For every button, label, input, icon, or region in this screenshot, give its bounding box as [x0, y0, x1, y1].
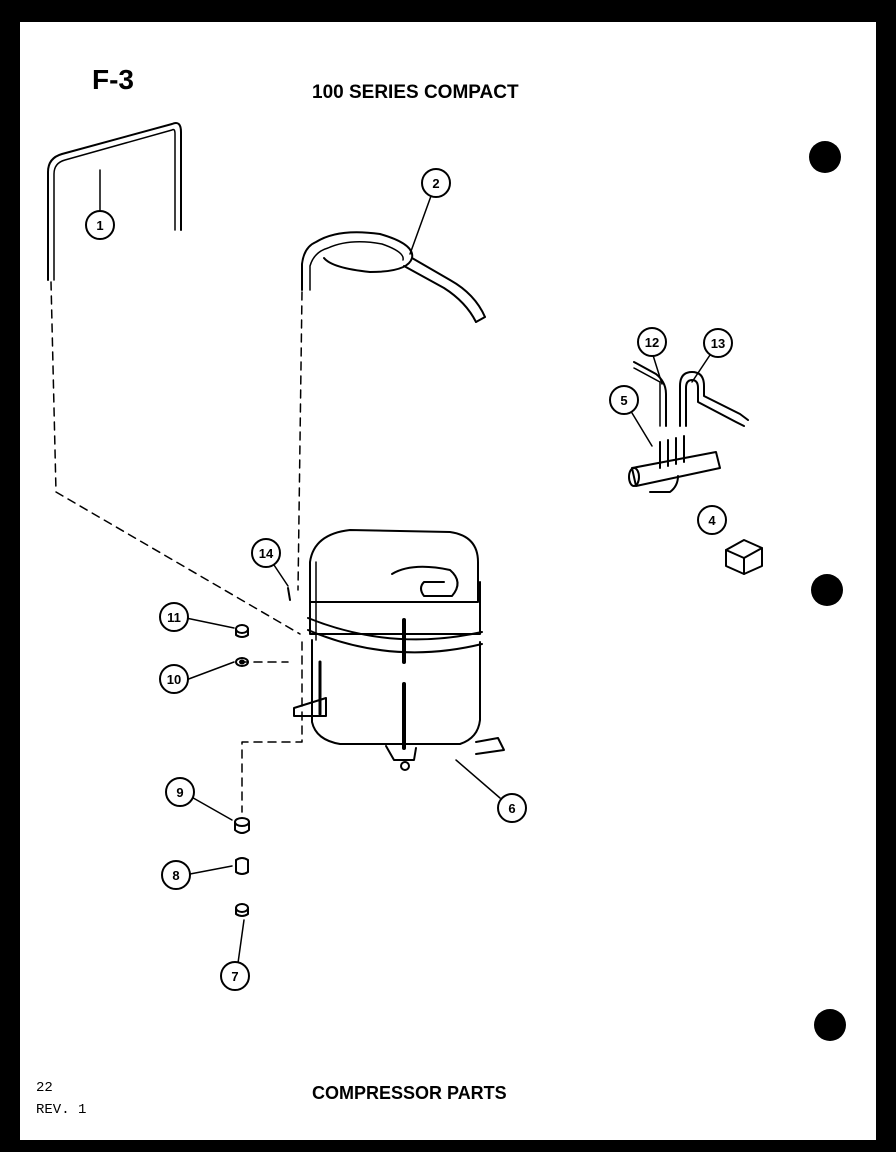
diagram-caption: COMPRESSOR PARTS [312, 1083, 507, 1103]
callout-8: 8 [161, 860, 191, 890]
svg-text:9: 9 [176, 785, 183, 800]
svg-text:10: 10 [167, 672, 181, 687]
callout-1: 1 [85, 210, 115, 240]
svg-text:2: 2 [432, 176, 439, 191]
part-9-grommet [234, 817, 250, 834]
part-13-tube [679, 371, 749, 427]
callout-12: 12 [637, 327, 667, 357]
svg-text:8: 8 [172, 868, 179, 883]
page-number: 22 [36, 1080, 53, 1096]
callout-7: 7 [220, 961, 250, 991]
svg-text:5: 5 [620, 393, 627, 408]
svg-text:1: 1 [96, 218, 103, 233]
part-6-compressor [293, 529, 505, 771]
callout-9: 9 [165, 777, 195, 807]
svg-text:7: 7 [231, 969, 238, 984]
part-5-valve [628, 435, 721, 493]
callout-2: 2 [421, 168, 451, 198]
part-14-clip [287, 587, 291, 601]
part-12-tube [633, 361, 667, 427]
part-2-coil [301, 231, 486, 323]
callout-11: 11 [159, 602, 189, 632]
callout-13: 13 [703, 328, 733, 358]
series-title: 100 SERIES COMPACT [312, 82, 519, 103]
callout-leaders [99, 169, 711, 964]
svg-text:14: 14 [259, 546, 274, 561]
parts-diagram-page: F-3 100 SERIES COMPACT COMPRESSOR PARTS … [20, 22, 876, 1140]
binder-hole-top [809, 141, 841, 173]
callout-6: 6 [497, 793, 527, 823]
part-7-nut [235, 903, 249, 917]
figure-id: F-3 [92, 64, 134, 95]
callout-5: 5 [609, 385, 639, 415]
callout-4: 4 [697, 505, 727, 535]
exploded-view-drawing: 1 2 4 5 6 7 8 9 10 11 12 13 14 [47, 122, 846, 1041]
svg-text:4: 4 [708, 513, 716, 528]
svg-text:13: 13 [711, 336, 725, 351]
part-11-nut [235, 624, 249, 638]
part-1-tube [47, 122, 182, 281]
binder-hole-bottom [814, 1009, 846, 1041]
part-10-washer [235, 657, 249, 667]
binder-hole-middle [811, 574, 843, 606]
callout-14: 14 [251, 538, 281, 568]
revision-label: REV. 1 [36, 1102, 87, 1118]
callout-10: 10 [159, 664, 189, 694]
part-8-spacer [235, 857, 249, 875]
svg-text:6: 6 [508, 801, 515, 816]
svg-text:11: 11 [167, 610, 181, 625]
part-4-terminal-block [725, 539, 763, 575]
svg-text:12: 12 [645, 335, 659, 350]
